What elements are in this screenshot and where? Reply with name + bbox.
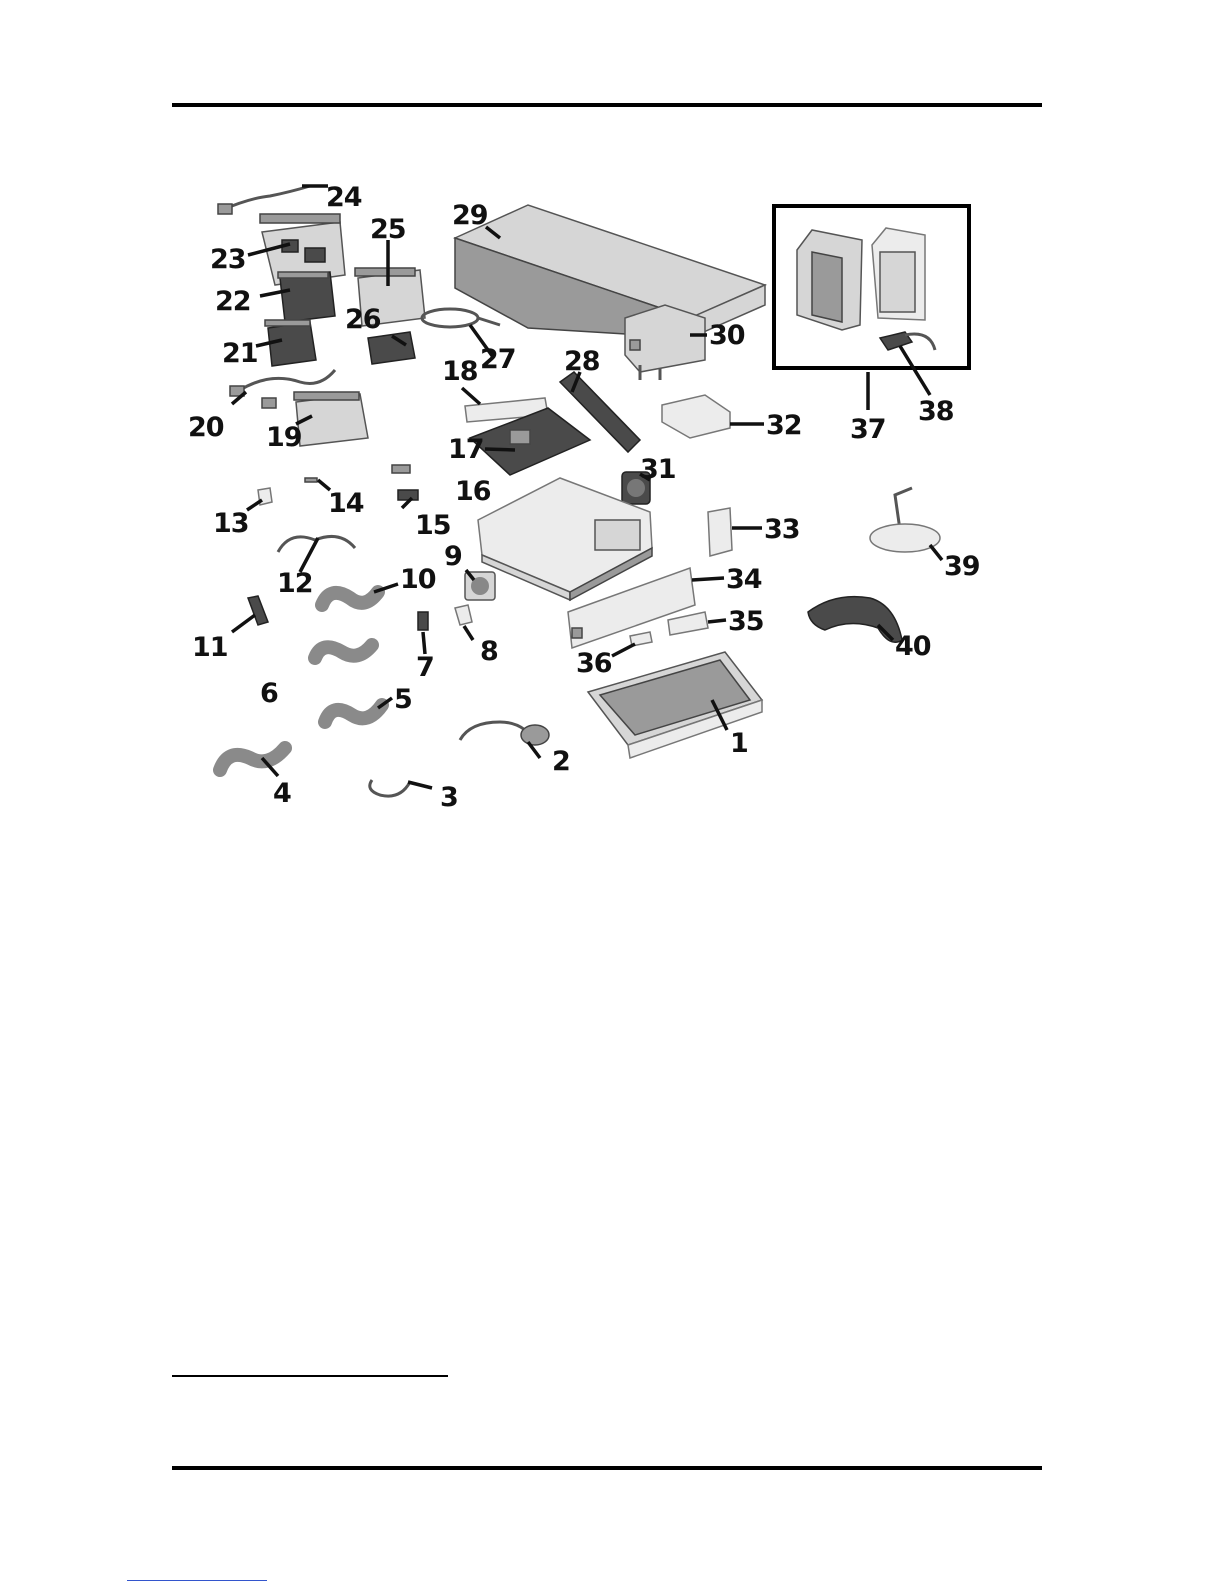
callout-20: 20: [188, 412, 224, 443]
part-15: [392, 465, 418, 500]
part-screw-14: [305, 478, 317, 482]
callout-26: 26: [345, 304, 381, 335]
callout-23: 23: [210, 244, 246, 275]
part-cable-27: [422, 309, 478, 327]
callout-31: 31: [640, 454, 676, 485]
callout-1: 1: [730, 728, 748, 759]
callout-2: 2: [552, 746, 570, 777]
part-ribbon-unlabeled: [315, 645, 372, 658]
callout-36: 36: [576, 648, 612, 679]
part-8: [455, 605, 472, 625]
callout-38: 38: [918, 396, 954, 427]
callout-7: 7: [416, 652, 434, 683]
part-cable-20: [240, 370, 335, 390]
callout-15: 15: [415, 510, 451, 541]
callout-32: 32: [766, 410, 802, 441]
part-drive-32: [662, 395, 730, 438]
callout-13: 13: [213, 508, 249, 539]
callout-4: 4: [273, 778, 291, 809]
callout-5: 5: [394, 684, 412, 715]
callout-12: 12: [277, 568, 313, 599]
callout-21: 21: [222, 338, 258, 369]
part-ribbon-10: [322, 592, 378, 605]
callout-22: 22: [215, 286, 251, 317]
callout-39: 39: [944, 551, 980, 582]
callout-14: 14: [328, 488, 364, 519]
part-bracket-33: [708, 508, 732, 556]
callout-16: 16: [455, 476, 491, 507]
part-cover-35: [668, 612, 708, 635]
part-speakers: [774, 206, 969, 368]
part-cable-24: [222, 186, 310, 210]
part-card-22: [278, 272, 335, 322]
callout-18: 18: [442, 356, 478, 387]
callout-3: 3: [440, 782, 458, 813]
callout-19: 19: [266, 422, 302, 453]
part-7: [418, 612, 428, 630]
part-memory-11: [248, 596, 268, 625]
callout-40: 40: [895, 631, 931, 662]
callout-11: 11: [192, 632, 228, 663]
part-ribbon-4: [220, 748, 285, 770]
callout-10: 10: [400, 564, 436, 595]
callout-25: 25: [370, 214, 406, 245]
callout-6: 6: [260, 678, 278, 709]
callout-29: 29: [452, 200, 488, 231]
part-drive-30: [625, 305, 705, 380]
part-mouse: [460, 722, 549, 745]
part-top-cover: [455, 205, 765, 338]
callout-17: 17: [448, 434, 484, 465]
callout-8: 8: [480, 636, 498, 667]
callout-30: 30: [709, 320, 745, 351]
part-ribbon-5: [325, 705, 382, 722]
callout-35: 35: [728, 606, 764, 637]
callout-24: 24: [326, 182, 362, 213]
callout-33: 33: [764, 514, 800, 545]
callout-34: 34: [726, 564, 762, 595]
callout-37: 37: [850, 414, 886, 445]
part-power-cord: [370, 780, 410, 796]
callout-28: 28: [564, 346, 600, 377]
callout-27: 27: [480, 344, 516, 375]
part-microphone: [870, 488, 940, 552]
callout-9: 9: [444, 541, 462, 572]
